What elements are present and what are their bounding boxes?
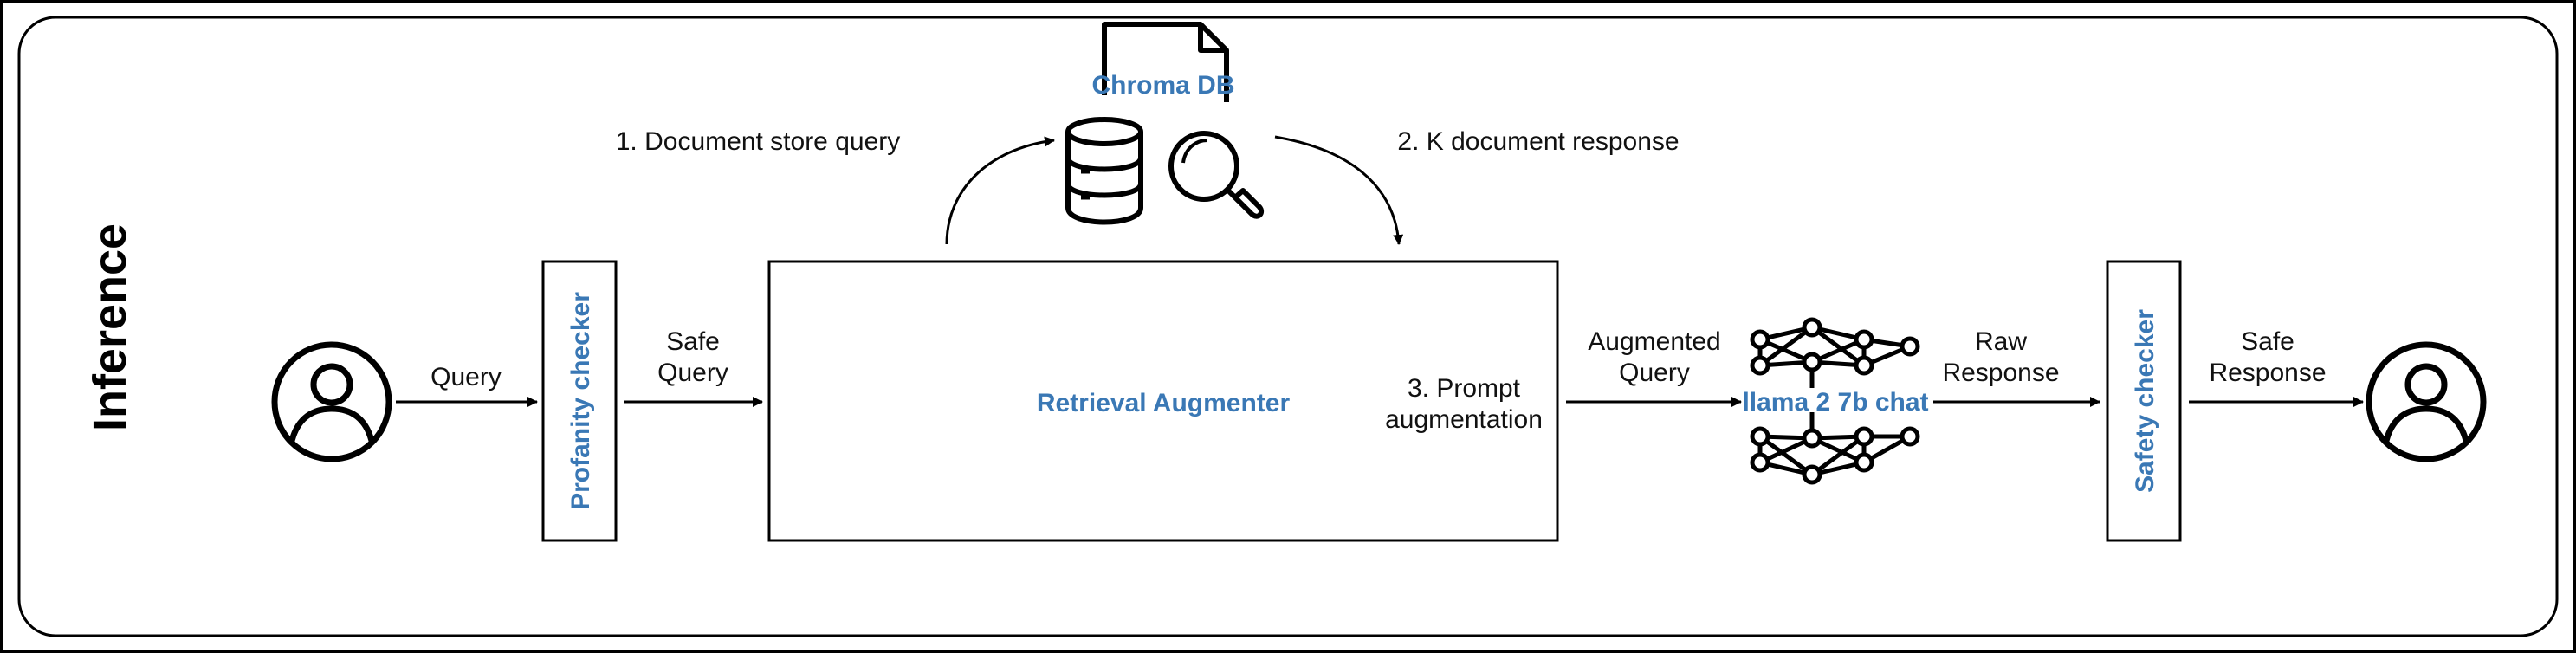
k-document-response-label: 2. K document response <box>1397 127 1679 156</box>
safety-checker-box <box>2106 260 2182 542</box>
prompt-augmentation-label-line1: 3. Prompt <box>1408 374 1521 403</box>
k-document-response-arrow <box>1274 135 1404 245</box>
document-store-query-arrow <box>945 136 1055 245</box>
safe-response-label-line1: Safe <box>2241 327 2294 356</box>
prompt-augmentation-label-line2: augmentation <box>1385 405 1543 434</box>
safe-response-label-line2: Response <box>2209 359 2326 387</box>
safety-checker-label: Safety checker <box>2131 309 2159 493</box>
raw-response-label-line1: Raw <box>1975 327 2027 356</box>
inference-panel <box>17 16 2559 637</box>
chroma-db-node: Chroma DB <box>1065 22 1265 225</box>
raw-response-label-line2: Response <box>1942 359 2059 387</box>
database-icon <box>1065 117 1143 225</box>
user-icon <box>271 341 392 462</box>
safe-query-label-line1: Safe <box>666 327 720 356</box>
safe-query-label-line2: Query <box>657 359 728 387</box>
profanity-checker-label: Profanity checker <box>566 292 595 510</box>
section-title: Inference <box>84 223 136 431</box>
chroma-db-label: Chroma DB <box>1091 71 1234 100</box>
llm-label: llama 2 7b chat <box>1742 388 1928 417</box>
neural-network-icon <box>1750 317 1920 485</box>
user-icon <box>2366 341 2487 462</box>
magnifier-icon <box>1168 131 1265 219</box>
retrieval-augmenter-box <box>767 260 1559 542</box>
profanity-checker-box <box>541 260 618 542</box>
retrieval-augmenter-label: Retrieval Augmenter <box>1037 389 1291 417</box>
augmented-query-label-line2: Query <box>1619 359 1690 387</box>
document-icon <box>1102 22 1229 102</box>
augmented-query-label-line1: Augmented <box>1588 327 1720 356</box>
llm-label-backdrop <box>1746 388 1928 412</box>
document-store-query-label: 1. Document store query <box>616 127 901 156</box>
query-label: Query <box>430 363 502 391</box>
